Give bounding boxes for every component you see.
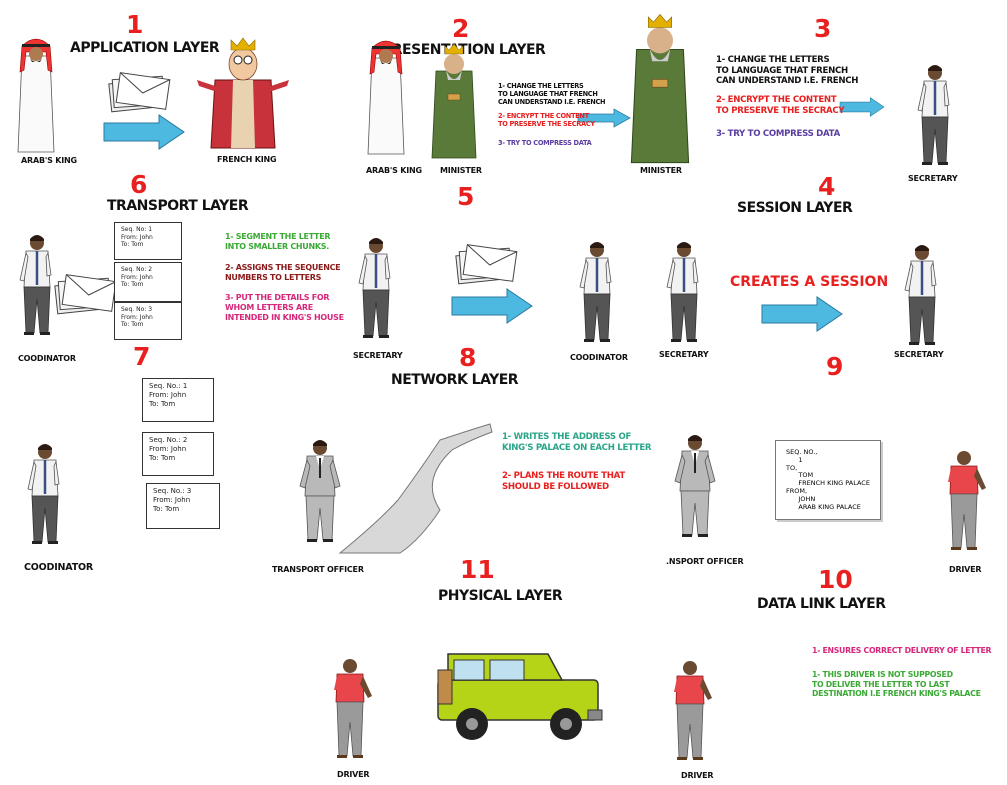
step-number-9: 9 (826, 352, 844, 381)
caption-coodinator-7: COODINATOR (24, 562, 93, 573)
secretary-figure-5 (357, 236, 392, 340)
sequence-card-small-2: Seq. No: 2 From: John To: Tom (114, 262, 182, 302)
step3-note-2: 2- ENCRYPT THE CONTENT TO PRESERVE THE S… (716, 95, 845, 116)
caption-driver-9: DRIVER (949, 565, 982, 574)
sequence-card-large-3: Seq. No.: 3 From: John To: Tom (146, 483, 220, 529)
step-number-5: 5 (457, 182, 475, 211)
arrow-icon-2 (577, 108, 631, 128)
caption-driver-10: DRIVER (681, 771, 714, 780)
step-number-7: 7 (133, 342, 151, 371)
transport-note-1: 1- SEGMENT THE LETTER INTO SMALLER CHUNK… (225, 232, 331, 251)
transport-note-3: 3- PUT THE DETAILS FOR WHOM LETTERS ARE … (225, 293, 344, 322)
caption-secretary-5: SECRETARY (353, 351, 403, 360)
layer-title-transport: TRANSPORT LAYER (107, 198, 249, 214)
step-number-6: 6 (130, 170, 148, 199)
step-number-1: 1 (126, 10, 144, 39)
arrow-icon-3 (839, 97, 885, 117)
caption-french-king: FRENCH KING (217, 155, 277, 164)
secretary-figure-5b (665, 240, 700, 344)
caption-coodinator-6: COODINATOR (18, 354, 76, 363)
driver-figure-10 (673, 660, 713, 761)
transport-note-2: 2- ASSIGNS THE SEQUENCE NUMBERS TO LETTE… (225, 263, 341, 282)
step3-note-3: 3- TRY TO COMPRESS DATA (716, 129, 840, 139)
sequence-card-small-3: Seq. No: 3 From: John To: Tom (114, 302, 182, 340)
caption-arab-king-2: ARAB'S KING (366, 166, 422, 175)
coodinator-figure-5 (578, 240, 613, 344)
layer-title-network: NETWORK LAYER (391, 372, 519, 388)
sequence-card-small-1: Seq. No: 1 From: John To: Tom (114, 222, 182, 260)
transport-officer-figure (299, 439, 341, 543)
layer-title-session: SESSION LAYER (737, 200, 853, 216)
caption-secretary-3: SECRETARY (908, 174, 958, 183)
driver-figure-9 (947, 450, 987, 551)
caption-transport-officer: TRANSPORT OFFICER (272, 565, 364, 574)
layer-title-application: APPLICATION LAYER (70, 40, 220, 56)
sequence-card-large-2: Seq. No.: 2 From: John To: Tom (142, 432, 214, 476)
caption-driver-11: DRIVER (337, 770, 370, 779)
arab-king-figure-1 (17, 38, 55, 153)
layer-title-physical: PHYSICAL LAYER (438, 588, 563, 604)
secretary-figure-3 (916, 63, 951, 167)
step-number-2: 2 (452, 14, 470, 43)
caption-arab-king-1: ARAB'S KING (21, 156, 77, 165)
step-number-11: 11 (460, 555, 495, 584)
address-card: SEQ. NO., 1 TO, TOM FRENCH KING PALACE F… (775, 440, 881, 521)
session-text: CREATES A SESSION (730, 274, 889, 290)
letters-icon-6 (54, 274, 117, 315)
arrow-icon-5 (451, 288, 533, 324)
sequence-card-large-1: Seq. No.: 1 From: John To: Tom (142, 378, 214, 422)
presentation-note-3: 3- TRY TO COMPRESS DATA (498, 139, 592, 147)
caption-secretary-5b: SECRETARY (659, 350, 709, 359)
presentation-note-2: 2- ENCRYPT THE CONTENT TO PRESERVE THE S… (498, 112, 595, 129)
driver-figure-11 (333, 658, 373, 759)
step3-note-1: 1- CHANGE THE LETTERS TO LANGUAGE THAT F… (716, 55, 859, 87)
minister-small-figure (431, 43, 477, 159)
layer-title-datalink: DATA LINK LAYER (757, 596, 886, 612)
step-number-4: 4 (818, 172, 836, 201)
caption-minister-big: MINISTER (640, 166, 682, 175)
caption-coodinator-5: COODINATOR (570, 353, 628, 362)
letters-icon-1 (108, 72, 171, 113)
step-number-8: 8 (459, 343, 477, 372)
datalink-note-1: 1- ENSURES CORRECT DELIVERY OF LETTER (812, 646, 992, 655)
french-king-figure (197, 37, 289, 149)
arrow-icon-1 (103, 114, 185, 150)
arrow-icon-4 (761, 296, 843, 332)
step-number-3: 3 (814, 14, 832, 43)
minister-big-figure (630, 13, 690, 164)
datalink-note-2: 1- THIS DRIVER IS NOT SUPPOSED TO DELIVE… (812, 670, 981, 699)
jeep-icon (437, 653, 603, 740)
caption-secretary-4: SECRETARY (894, 350, 944, 359)
coodinator-figure-7 (26, 442, 61, 546)
caption-nsport-officer: .NSPORT OFFICER (666, 557, 744, 566)
presentation-note-1: 1- CHANGE THE LETTERS TO LANGUAGE THAT F… (498, 82, 606, 107)
network-note-1: 1- WRITES THE ADDRESS OF KING'S PALACE O… (502, 432, 652, 453)
layer-title-presentation: PRESENTATION LAYER (382, 42, 546, 58)
step-number-10: 10 (818, 565, 853, 594)
coodinator-figure-6 (18, 233, 53, 337)
secretary-figure-4 (903, 243, 938, 347)
road-icon (338, 423, 493, 554)
letters-icon-5 (455, 244, 518, 285)
nsport-officer-figure (674, 434, 716, 538)
network-note-2: 2- PLANS THE ROUTE THAT SHOULD BE FOLLOW… (502, 471, 625, 492)
caption-minister-small: MINISTER (440, 166, 482, 175)
arab-king-figure-2 (367, 40, 405, 155)
